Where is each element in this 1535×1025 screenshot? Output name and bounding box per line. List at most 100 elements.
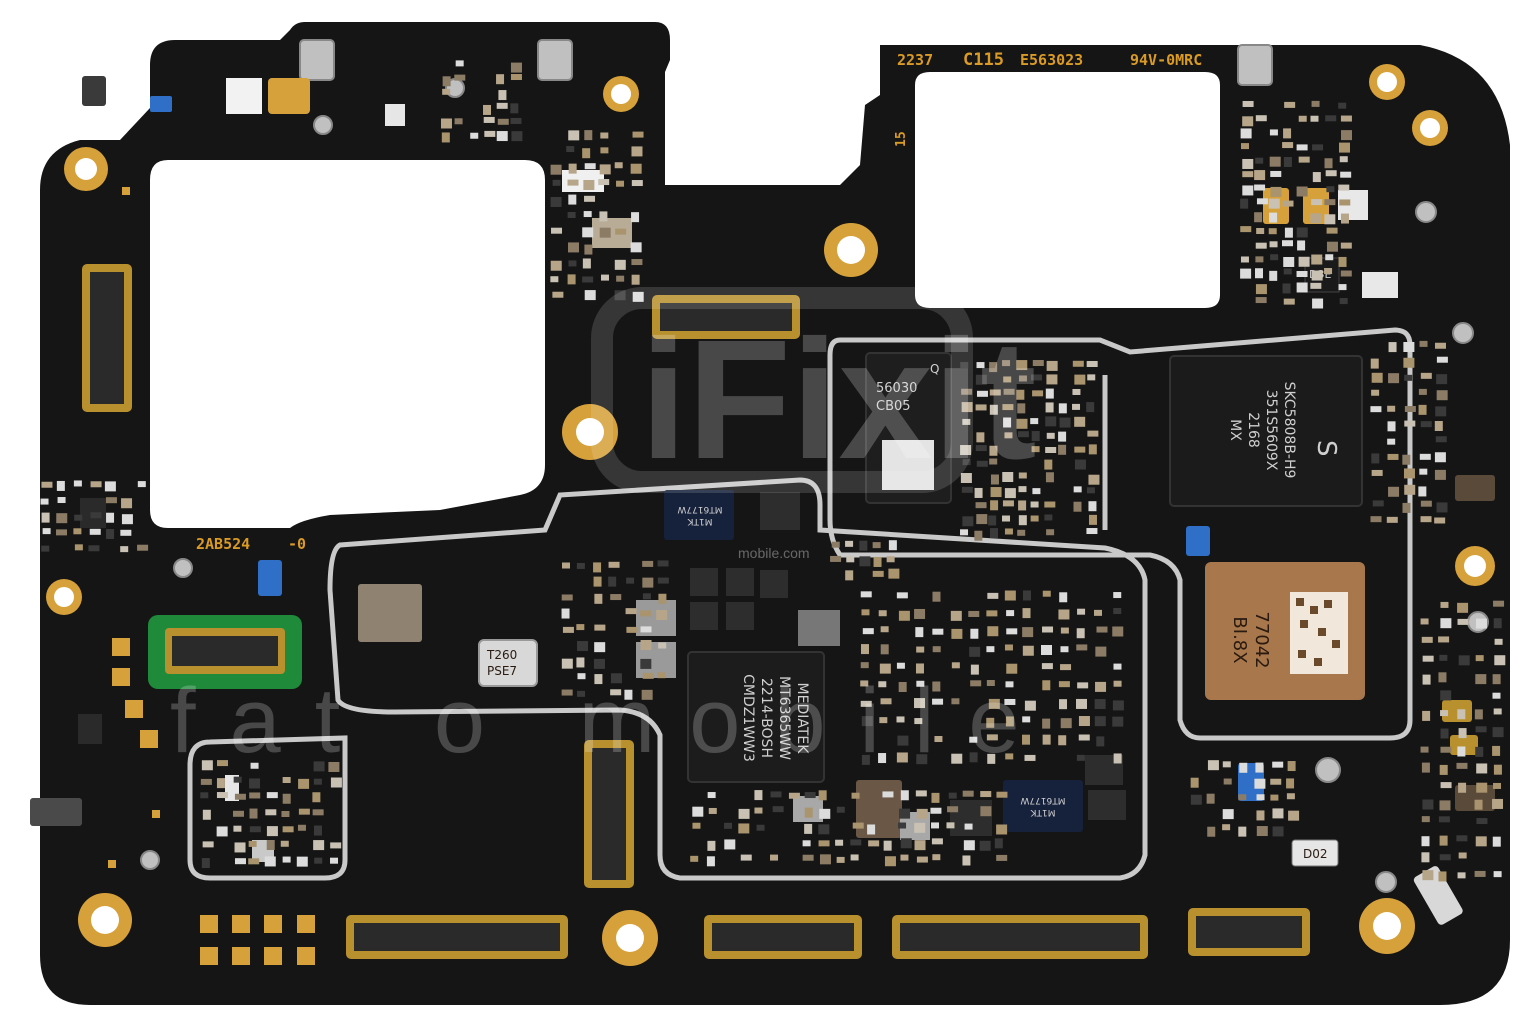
watermark-big-text: fat o mobile bbox=[170, 670, 1054, 772]
smd-part bbox=[1435, 436, 1447, 443]
rf-connectors bbox=[140, 39, 1489, 893]
smd-part bbox=[1312, 298, 1324, 309]
smd-part bbox=[120, 546, 129, 553]
smd-part bbox=[1370, 358, 1379, 369]
smd-part bbox=[1283, 268, 1292, 275]
ic-memory: SKC5808B-H9 351S5609X 2168 MX S bbox=[1169, 355, 1363, 507]
smd-part bbox=[1042, 680, 1051, 691]
smd-part bbox=[248, 858, 260, 865]
smd-part bbox=[836, 856, 845, 863]
smd-part bbox=[330, 842, 342, 849]
smd-part bbox=[1340, 115, 1352, 122]
smd-part bbox=[610, 594, 622, 601]
smd-part bbox=[483, 104, 492, 115]
smd-part bbox=[1403, 468, 1415, 479]
smd-part bbox=[804, 823, 813, 834]
smd-part bbox=[987, 753, 996, 764]
smd-part bbox=[1326, 241, 1338, 252]
smd-part bbox=[960, 473, 972, 484]
smd-part bbox=[1044, 459, 1053, 470]
smd-part bbox=[1422, 870, 1434, 881]
smd-part bbox=[979, 840, 991, 851]
smd-part bbox=[1296, 144, 1308, 151]
smd-part bbox=[312, 792, 321, 803]
smd-part bbox=[616, 275, 625, 282]
smd-part bbox=[1046, 529, 1055, 536]
smd-part bbox=[632, 131, 644, 138]
smd-part bbox=[1256, 810, 1265, 821]
smd-part bbox=[56, 513, 68, 524]
smd-part bbox=[568, 130, 580, 141]
smd-part bbox=[1286, 793, 1295, 800]
smd-part bbox=[216, 826, 228, 837]
smd-part bbox=[754, 807, 763, 814]
smd-part bbox=[1372, 500, 1384, 507]
smd-part bbox=[878, 753, 887, 764]
smd-part bbox=[802, 854, 814, 861]
smd-part bbox=[872, 542, 881, 549]
smd-part bbox=[1024, 700, 1036, 711]
smd-part bbox=[598, 179, 610, 186]
smd-part bbox=[1493, 708, 1502, 715]
smd-part bbox=[1113, 608, 1122, 615]
silk-side-code: 15 bbox=[894, 131, 909, 147]
smd-part bbox=[1435, 406, 1447, 417]
smd-part bbox=[1255, 297, 1267, 304]
smd-part bbox=[599, 227, 611, 238]
smd-part bbox=[1088, 514, 1097, 525]
smd-part bbox=[880, 698, 892, 705]
smd-part bbox=[1282, 283, 1291, 294]
smd-part bbox=[105, 497, 117, 504]
smd-part bbox=[584, 290, 596, 301]
smd-part bbox=[248, 840, 257, 847]
smd-part bbox=[900, 790, 909, 801]
smd-part bbox=[1254, 184, 1266, 191]
smd-part bbox=[1222, 809, 1234, 820]
smd-part bbox=[250, 762, 259, 769]
smd-part bbox=[968, 610, 980, 617]
smd-part bbox=[1096, 626, 1108, 633]
silk-flammability: 94V-0MRC bbox=[1130, 51, 1202, 69]
smd-part bbox=[1058, 431, 1067, 442]
smd-part bbox=[872, 570, 884, 577]
smd-part bbox=[610, 673, 622, 684]
smd-part bbox=[1030, 501, 1039, 508]
smd-part bbox=[961, 486, 973, 493]
cutout-right bbox=[915, 72, 1220, 308]
smd-part bbox=[1438, 672, 1447, 683]
smd-part bbox=[1420, 516, 1432, 523]
smd-part bbox=[1475, 836, 1487, 847]
smd-part bbox=[496, 131, 508, 142]
smd-part bbox=[313, 825, 322, 836]
smd-part bbox=[1457, 602, 1469, 613]
smd-part bbox=[1016, 389, 1025, 400]
smd-part bbox=[932, 591, 941, 602]
smd-part bbox=[1457, 618, 1469, 625]
smd-part bbox=[961, 402, 973, 413]
smd-part bbox=[74, 514, 83, 521]
smd-part bbox=[1255, 762, 1264, 773]
smd-part bbox=[986, 646, 995, 653]
smd-part bbox=[1370, 516, 1382, 523]
smd-part bbox=[915, 627, 924, 638]
smd-part bbox=[567, 179, 579, 186]
smd-part bbox=[1044, 501, 1056, 508]
smd-part bbox=[1032, 488, 1041, 495]
smd-part bbox=[1298, 256, 1310, 267]
smd-part bbox=[1087, 374, 1096, 381]
smd-part bbox=[970, 628, 979, 639]
smd-part bbox=[568, 242, 580, 253]
smd-part bbox=[200, 792, 209, 799]
smd-part bbox=[914, 698, 926, 709]
smd-part bbox=[1387, 453, 1399, 460]
smd-part bbox=[562, 562, 571, 569]
mediatek-line2: MT6365WW bbox=[776, 676, 792, 760]
smd-part bbox=[282, 856, 291, 863]
smd-part bbox=[1476, 763, 1488, 774]
smd-part bbox=[980, 806, 992, 817]
smd-part bbox=[616, 180, 625, 187]
smd-part bbox=[1255, 242, 1267, 249]
smd-part bbox=[1282, 200, 1294, 207]
smd-part bbox=[1242, 171, 1254, 178]
smd-part bbox=[974, 530, 983, 541]
